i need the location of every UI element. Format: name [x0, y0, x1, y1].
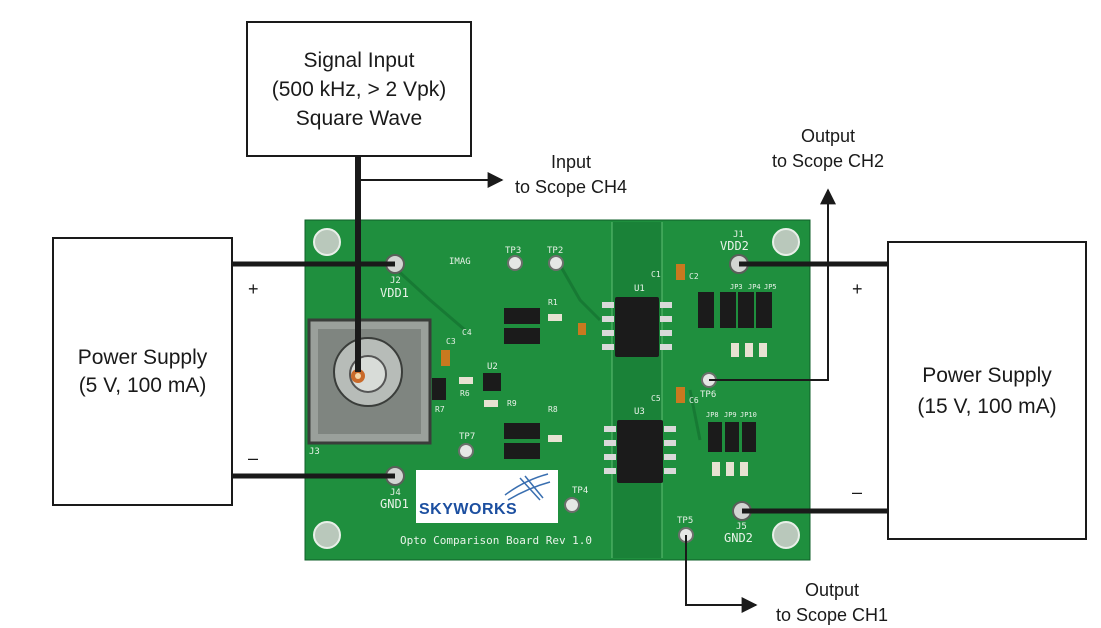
silk-u2: U2 — [487, 362, 498, 372]
left-minus-sign: – — [248, 448, 259, 468]
silk-r9: R9 — [507, 399, 517, 408]
silk-jp5: JP5 — [764, 283, 777, 291]
silk-tp6: TP6 — [700, 390, 717, 400]
silk-j1: J1 — [733, 230, 744, 240]
ic-u2 — [483, 373, 501, 391]
silk-c4: C4 — [462, 328, 472, 337]
silk-jp10: JP10 — [740, 411, 757, 419]
tp4-pad — [564, 497, 580, 513]
skyworks-logo: SKYWORKS — [419, 501, 518, 518]
tp2-pad — [548, 255, 564, 271]
silk-jp9: JP9 — [724, 411, 737, 419]
mount-hole — [772, 228, 800, 256]
power-supply-5v-title: Power Supply — [77, 345, 208, 369]
silk-tp5: TP5 — [677, 516, 694, 526]
right-minus-sign: – — [852, 482, 863, 502]
tp3-pad — [507, 255, 523, 271]
silk-gnd1: GND1 — [380, 497, 409, 511]
silk-c5: C5 — [651, 394, 661, 403]
silk-vdd2: VDD2 — [720, 239, 749, 253]
tp7-pad — [458, 443, 474, 459]
arrow-output-ch1 — [685, 535, 758, 613]
silk-tp7: TP7 — [459, 432, 476, 442]
ic-u1 — [615, 297, 659, 357]
silk-u3: U3 — [634, 407, 645, 417]
ic-u3 — [617, 420, 663, 483]
silk-c2: C2 — [689, 272, 699, 281]
power-supply-5v-box: Power Supply (5 V, 100 mA) — [52, 237, 233, 506]
pcb-board — [304, 219, 811, 561]
pcb-title: Opto Comparison Board Rev 1.0 — [400, 534, 593, 547]
silk-c6: C6 — [689, 396, 699, 405]
silk-r1: R1 — [548, 298, 558, 307]
silk-c3: C3 — [446, 337, 456, 346]
silk-tp4: TP4 — [572, 486, 589, 496]
signal-input-title: Signal Input — [303, 48, 415, 72]
silk-imag: IMAG — [449, 257, 471, 267]
silk-tp2: TP2 — [547, 246, 564, 256]
silk-j3: J3 — [309, 447, 320, 457]
signal-input-box: Signal Input (500 kHz, > 2 Vpk) Square W… — [246, 21, 472, 157]
power-supply-15v-box: Power Supply (15 V, 100 mA) — [887, 241, 1087, 540]
label-output-ch2: Output to Scope CH2 — [771, 126, 885, 171]
silk-gnd2: GND2 — [724, 531, 753, 545]
silk-r8: R8 — [548, 405, 558, 414]
silk-vdd1: VDD1 — [380, 286, 409, 300]
silk-r7: R7 — [435, 405, 445, 414]
silk-u1: U1 — [634, 284, 645, 294]
left-plus-sign: + — [248, 279, 259, 299]
signal-input-spec: (500 kHz, > 2 Vpk) — [271, 77, 447, 101]
label-output-ch1: Output to Scope CH1 — [775, 580, 889, 625]
bnc-connector — [307, 318, 432, 445]
mount-hole — [772, 521, 800, 549]
silk-jp3: JP3 — [730, 283, 743, 291]
power-supply-15v-spec: (15 V, 100 mA) — [917, 394, 1057, 418]
silk-c1: C1 — [651, 270, 661, 279]
silk-j4: J4 — [390, 488, 401, 498]
signal-input-wave: Square Wave — [295, 106, 423, 130]
silk-j5: J5 — [736, 522, 747, 532]
silk-j2: J2 — [390, 276, 401, 286]
silk-r6: R6 — [460, 389, 470, 398]
label-input-ch4: Input to Scope CH4 — [514, 152, 628, 197]
silk-tp3: TP3 — [505, 246, 522, 256]
skyworks-swoosh-icon — [504, 473, 551, 501]
mount-hole — [313, 228, 341, 256]
power-supply-15v-title: Power Supply — [922, 363, 1052, 387]
silk-jp4: JP4 — [748, 283, 761, 291]
power-supply-5v-spec: (5 V, 100 mA) — [78, 373, 207, 397]
right-plus-sign: + — [852, 279, 863, 299]
silk-jp8: JP8 — [706, 411, 719, 419]
arrow-output-ch2 — [709, 188, 836, 381]
mount-hole — [313, 521, 341, 549]
